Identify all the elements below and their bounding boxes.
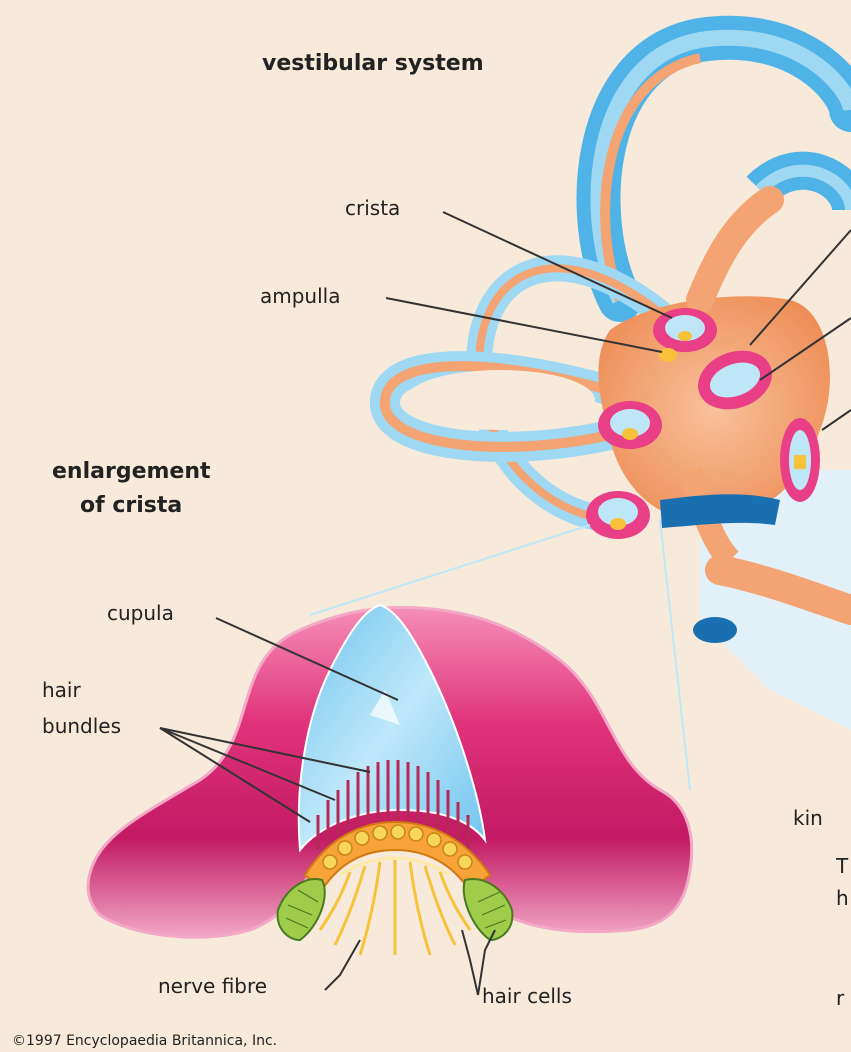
label-bundles: bundles xyxy=(42,714,121,738)
label-hair-cells: hair cells xyxy=(482,984,572,1008)
label-ampulla: ampulla xyxy=(260,284,340,308)
label-crista: crista xyxy=(345,196,400,220)
label-of-crista: of crista xyxy=(80,493,182,518)
label-cupula: cupula xyxy=(107,601,174,625)
label-partial-r: r xyxy=(836,986,845,1010)
label-enlargement: enlargement xyxy=(52,459,211,484)
copyright-notice: ©1997 Encyclopaedia Britannica, Inc. xyxy=(12,1033,277,1049)
label-partial-kin: kin xyxy=(793,806,823,830)
label-hair: hair xyxy=(42,678,81,702)
label-partial-h: h xyxy=(836,886,849,910)
title-vestibular-system: vestibular system xyxy=(262,51,484,76)
crista-enlargement xyxy=(88,605,692,955)
label-partial-t: T xyxy=(835,854,849,878)
label-nerve-fibre: nerve fibre xyxy=(158,974,267,998)
